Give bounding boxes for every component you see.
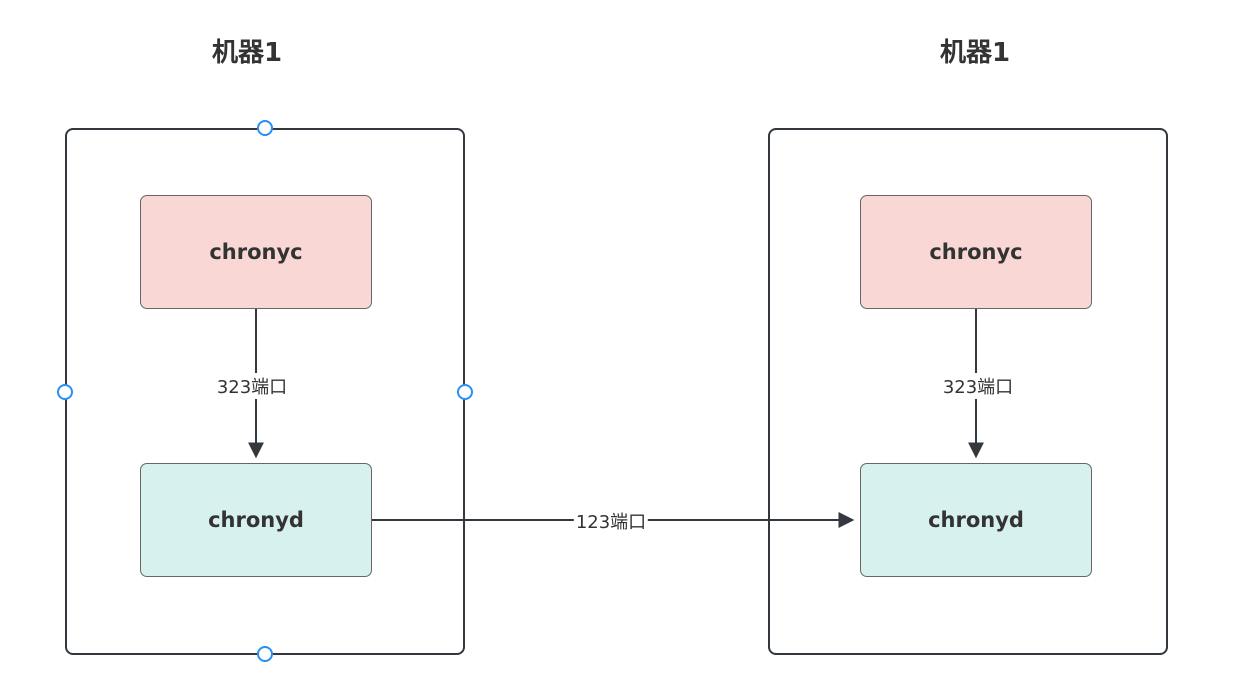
connection-handle-right[interactable] [457, 384, 473, 400]
machine-1-title: 机器1 [211, 38, 283, 68]
machine-1-chronyc-node[interactable]: chronyc [140, 195, 372, 309]
chronyc-label: chronyc [209, 240, 303, 264]
machine-2-port-323-label: 323端口 [940, 373, 1016, 399]
machine-2-chronyc-node[interactable]: chronyc [860, 195, 1092, 309]
chronyd-label: chronyd [208, 508, 304, 532]
chronyd-label: chronyd [928, 508, 1024, 532]
machine-1-port-323-label: 323端口 [214, 373, 290, 399]
machine-2-title: 机器1 [939, 38, 1011, 68]
chronyc-label: chronyc [929, 240, 1023, 264]
connection-handle-bottom[interactable] [257, 646, 273, 662]
machine-2-chronyd-node[interactable]: chronyd [860, 463, 1092, 577]
connection-handle-left[interactable] [57, 384, 73, 400]
connection-handle-top[interactable] [257, 120, 273, 136]
port-123-label: 123端口 [573, 508, 649, 534]
machine-1-chronyd-node[interactable]: chronyd [140, 463, 372, 577]
